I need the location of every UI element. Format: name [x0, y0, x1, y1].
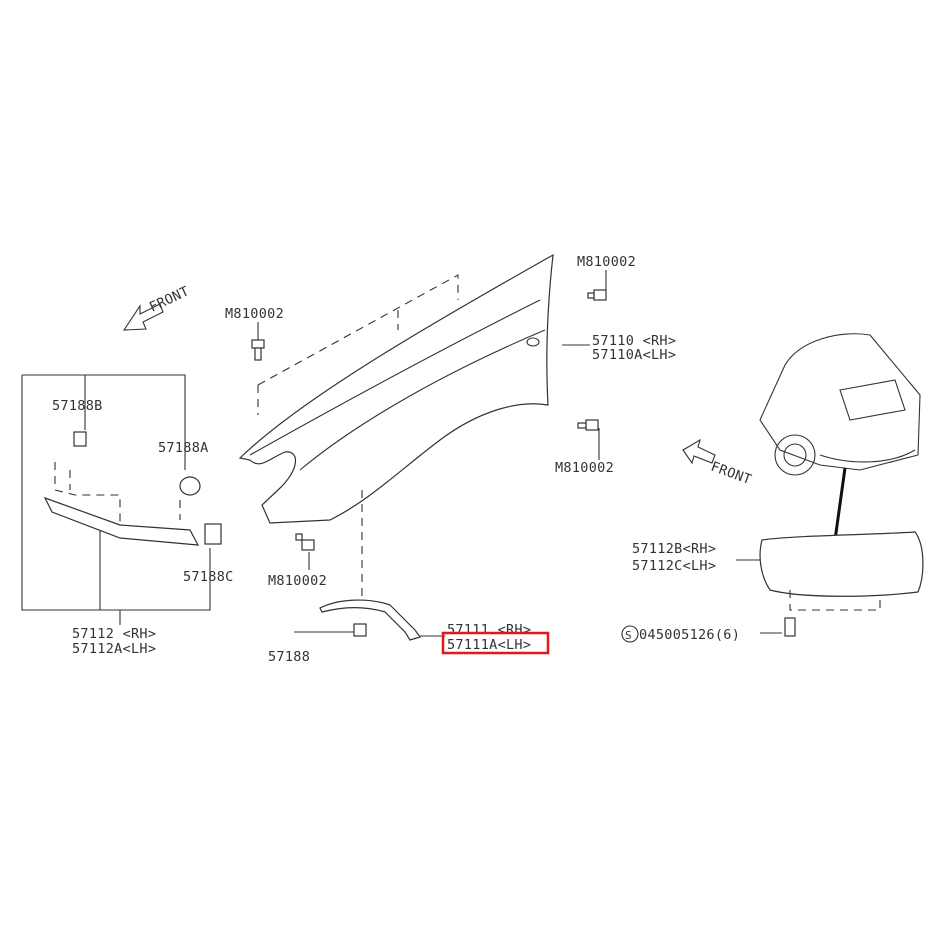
front-label-left: FRONT	[147, 283, 192, 315]
mudguard-assembly	[21, 374, 222, 625]
fender-part	[238, 253, 554, 600]
callout-seal-rh: 57111 <RH>	[447, 622, 531, 638]
callout-clip-b: 57188B	[52, 398, 103, 414]
callout-clip: 57188	[268, 649, 310, 665]
callout-bolt-top: M810002	[577, 254, 636, 270]
front-arrow-left: FRONT	[122, 283, 192, 331]
highlight-box	[441, 631, 550, 655]
standard-part-symbol-icon	[621, 625, 639, 643]
callout-fender-rh: 57110 <RH>	[592, 333, 676, 349]
callout-seal-lh[interactable]: 57111A<LH>	[447, 637, 531, 653]
bolt-icon	[295, 533, 315, 570]
front-arrow-right: FRONT	[682, 438, 754, 488]
callout-fender-lh: 57110A<LH>	[592, 347, 676, 363]
callout-bolt-left: M810002	[225, 306, 284, 322]
callout-mudguard-rh: 57112 <RH>	[72, 626, 156, 642]
callout-rear-rh: 57112B<RH>	[632, 541, 716, 557]
front-label-right: FRONT	[709, 459, 754, 488]
car-rear-illustration	[759, 333, 921, 541]
callout-screw: 045005126(6)	[639, 627, 740, 643]
callout-bolt-bottom: M810002	[268, 573, 327, 589]
bolt-icon	[587, 270, 607, 301]
callout-mudguard-lh: 57112A<LH>	[72, 641, 156, 657]
callout-clip-a: 57188A	[158, 440, 209, 456]
seal-part	[294, 599, 445, 641]
callout-rear-lh: 57112C<LH>	[632, 558, 716, 574]
rear-mudguard-part	[736, 531, 924, 637]
callout-clip-c: 57188C	[183, 569, 234, 585]
callout-bolt-right: M810002	[555, 460, 614, 476]
bolt-icon	[577, 419, 600, 460]
screw-symbol: S	[625, 629, 632, 642]
bolt-icon	[251, 322, 265, 361]
